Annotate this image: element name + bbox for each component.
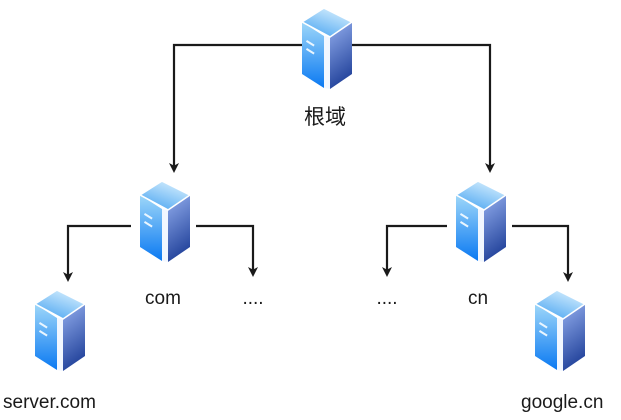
node-com[interactable] bbox=[132, 177, 194, 269]
edge-cn-googlecn bbox=[512, 224, 573, 282]
node-root[interactable] bbox=[294, 4, 356, 96]
node-google-cn[interactable] bbox=[527, 286, 589, 378]
node-cn[interactable] bbox=[448, 177, 510, 269]
node-server-com[interactable] bbox=[27, 286, 89, 378]
placeholder-cn-more-label: .... bbox=[376, 288, 398, 309]
node-google-cn-label: google.cn bbox=[521, 392, 604, 413]
node-com-label: com bbox=[145, 288, 181, 309]
edge-root-com bbox=[169, 43, 305, 173]
node-server-com-label: server.com bbox=[3, 392, 96, 413]
edge-com-servercom bbox=[63, 224, 131, 282]
placeholder-com-more-label: .... bbox=[242, 288, 264, 309]
server-icon-body bbox=[454, 180, 508, 262]
server-icon-body bbox=[533, 289, 587, 371]
edge-cn-more bbox=[382, 224, 447, 277]
server-icon-body bbox=[33, 289, 87, 371]
edge-com-more bbox=[196, 224, 258, 277]
server-icon-body bbox=[300, 7, 354, 89]
node-cn-label: cn bbox=[467, 288, 489, 309]
edge-root-cn bbox=[345, 43, 495, 173]
node-root-label: 根域 bbox=[304, 106, 346, 129]
server-icon-body bbox=[138, 180, 192, 262]
